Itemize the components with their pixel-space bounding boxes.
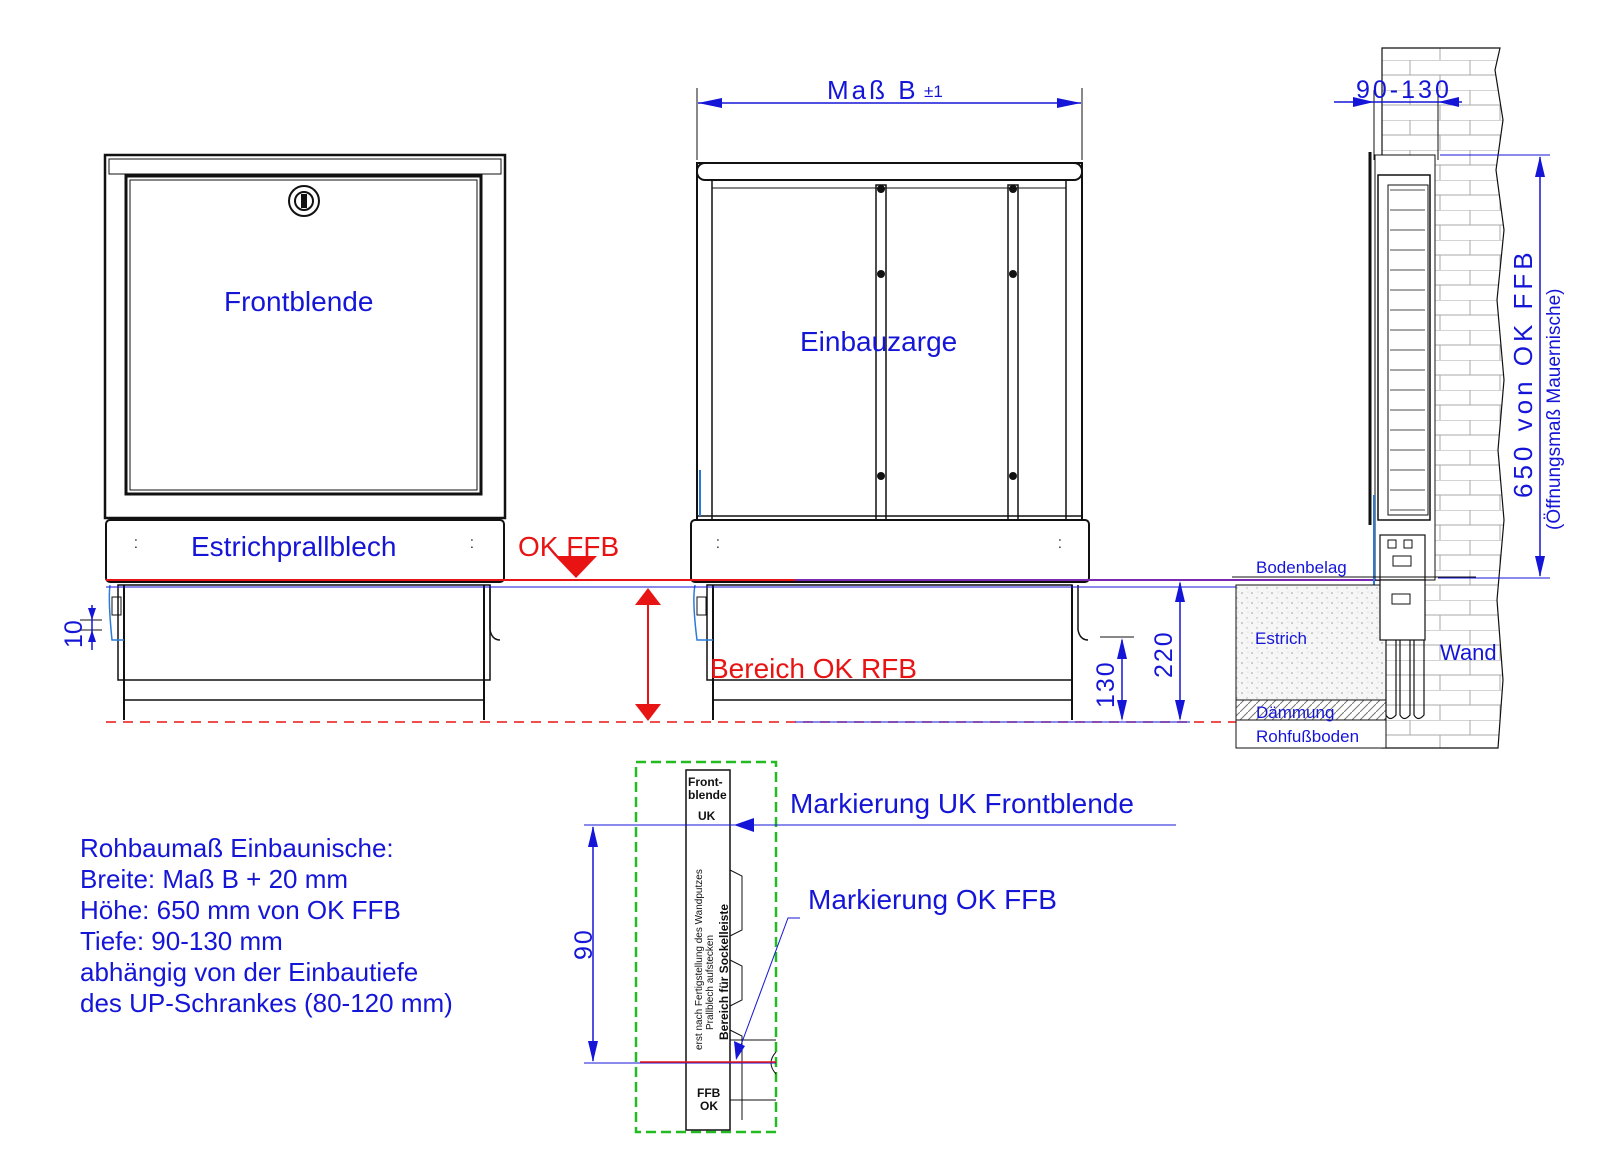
height-650-label: 650 von OK FFB [1508, 248, 1538, 498]
depth-label: 90-130 [1356, 76, 1452, 104]
detail-uk: UK [698, 809, 716, 823]
construction-notes: Rohbaumaß Einbaunische: Breite: Maß B + … [80, 833, 453, 1019]
notes-line-5: abhängig von der Einbautiefe [80, 957, 419, 987]
width-tolerance: ±1 [924, 82, 943, 101]
notes-line-3: Höhe: 650 mm von OK FFB [80, 895, 401, 925]
estrichprallblech-label: Estrichprallblech [191, 531, 396, 562]
dim-130-label: 130 [1092, 660, 1120, 708]
notes-line-1: Rohbaumaß Einbaunische: [80, 833, 394, 863]
frontblende-label: Frontblende [224, 286, 373, 317]
detail-ok: OK [700, 1099, 718, 1113]
lock-icon [288, 185, 320, 217]
dim-90-label: 90 [570, 928, 598, 960]
notes-line-6: des UP-Schrankes (80-120 mm) [80, 988, 453, 1018]
wall-section-view [1232, 47, 1505, 749]
svg-text:⁚: ⁚ [1058, 537, 1062, 551]
height-650-dimension [1438, 154, 1550, 579]
marker-strip-detail [584, 760, 1176, 1134]
notes-line-2: Breite: Maß B + 20 mm [80, 864, 349, 894]
ok-ffb-label: OK FFB [518, 531, 619, 562]
detail-text-1: erst nach Fertigstellung des Wandputzes [694, 869, 705, 1050]
mounting-frame-view: ⁚ ⁚ [690, 162, 1090, 720]
einbauzarge-label: Einbauzarge [800, 326, 957, 357]
height-650-sublabel: (Öffnungsmaß Mauernische) [1544, 289, 1565, 530]
dim-220-label: 220 [1150, 630, 1178, 678]
width-label: Maß B [827, 75, 919, 105]
markierung-ok-label: Markierung OK FFB [808, 884, 1057, 915]
estrich-label: Estrich [1255, 629, 1307, 648]
detail-text-2: Prallblech aufstecken [705, 935, 716, 1030]
detail-bereich: Bereich für Sockelleiste [717, 904, 731, 1040]
depth-dimension [1334, 90, 1462, 160]
svg-text:⁚: ⁚ [134, 537, 138, 551]
ok-rfb-range-dimension [635, 588, 661, 721]
bereich-ok-rfb-label: Bereich OK RFB [710, 653, 917, 684]
dim-220 [1175, 581, 1185, 721]
detail-frontblende: Front- [688, 775, 723, 789]
daemmung-label: Dämmung [1256, 703, 1334, 722]
bodenbelag-label: Bodenbelag [1256, 558, 1347, 577]
wand-label: Wand [1440, 640, 1497, 665]
dim-10-label: 10 [60, 620, 88, 648]
rohfussboden-label: Rohfußboden [1256, 727, 1359, 746]
dim-130 [1100, 636, 1134, 721]
cabinet-front-view: ⁚ ⁚ [103, 153, 507, 720]
width-dimension [696, 88, 1083, 160]
ok-ffb-marker-icon [555, 556, 597, 578]
detail-ffb: FFB [697, 1086, 721, 1100]
svg-text:⁚: ⁚ [470, 537, 474, 551]
detail-frontblende-2: blende [688, 788, 727, 802]
dim-10 [80, 605, 102, 650]
markierung-uk-label: Markierung UK Frontblende [790, 788, 1134, 819]
notes-line-4: Tiefe: 90-130 mm [80, 926, 283, 956]
svg-text:⁚: ⁚ [716, 537, 720, 551]
